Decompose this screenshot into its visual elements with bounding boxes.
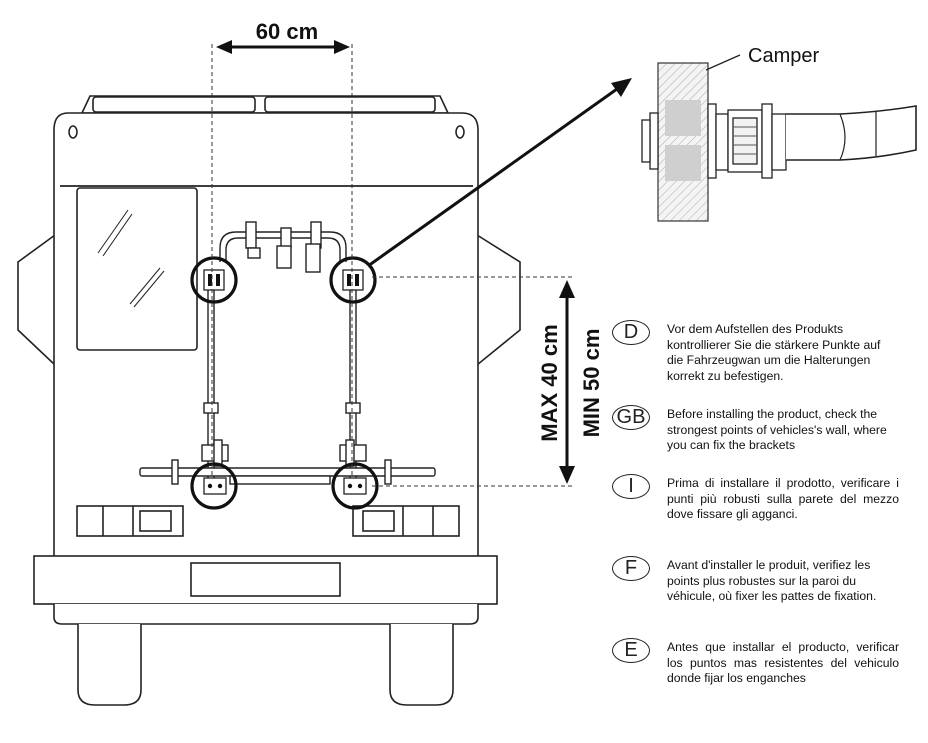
fixing-points	[190, 256, 379, 510]
camper-wall-section	[657, 62, 709, 222]
max-dimension-label: MAX 40 cm	[537, 324, 562, 441]
roof-vent-left	[92, 96, 256, 113]
instruction-text-de: Vor dem Aufstellen des Produkts kontroll…	[667, 322, 881, 383]
tail-lights-left	[76, 505, 184, 537]
width-dimension-arrow	[216, 40, 350, 54]
language-badge-de: D	[612, 320, 650, 345]
camper-label: Camper	[748, 45, 819, 67]
height-dimension-arrow	[559, 280, 575, 484]
wheel-right	[389, 624, 454, 706]
dimension-lines	[211, 44, 572, 487]
reinforcement-block-upper	[665, 100, 701, 136]
fixing-point-top-left	[190, 256, 238, 304]
fixing-point-bottom-right	[331, 462, 379, 510]
tail-lights-right	[352, 505, 460, 537]
rear-window	[76, 187, 198, 351]
bike-rack	[139, 221, 436, 485]
instruction-text-es: Antes que installar el producto, verific…	[667, 640, 899, 685]
wheel-left	[77, 624, 142, 706]
marker-light-left	[68, 125, 78, 139]
reinforcement-block-lower	[665, 145, 701, 181]
mirror-left	[17, 233, 56, 367]
language-badge-es: E	[612, 638, 650, 663]
language-badge-it: I	[612, 474, 650, 499]
instruction-text-gb: Before installing the product, check the…	[667, 407, 887, 452]
min-dimension-label: MIN 50 cm	[579, 329, 604, 438]
language-badge-fr: F	[612, 556, 650, 581]
language-badge-gb: GB	[612, 405, 650, 430]
lower-skirt	[53, 604, 479, 625]
window-glare	[97, 209, 165, 308]
mirror-right	[476, 233, 521, 367]
license-plate	[190, 562, 341, 597]
bracket-detail	[641, 54, 917, 222]
roof-vent-right	[264, 96, 436, 113]
instruction-text-it: Prima di installare il prodotto, verific…	[667, 476, 899, 521]
camper-label-leader	[705, 54, 741, 71]
rack-tube	[786, 105, 917, 161]
instruction-text-fr: Avant d'installer le produit, verifiez l…	[667, 558, 877, 603]
detail-pointer-arrow	[367, 82, 625, 268]
fixing-point-top-right	[329, 256, 377, 304]
camper-rear-view	[17, 95, 521, 706]
width-dimension-label: 60 cm	[256, 19, 318, 44]
bike-holder-arms	[245, 221, 322, 273]
marker-light-right	[455, 125, 465, 139]
fixing-point-bottom-left	[190, 462, 238, 510]
